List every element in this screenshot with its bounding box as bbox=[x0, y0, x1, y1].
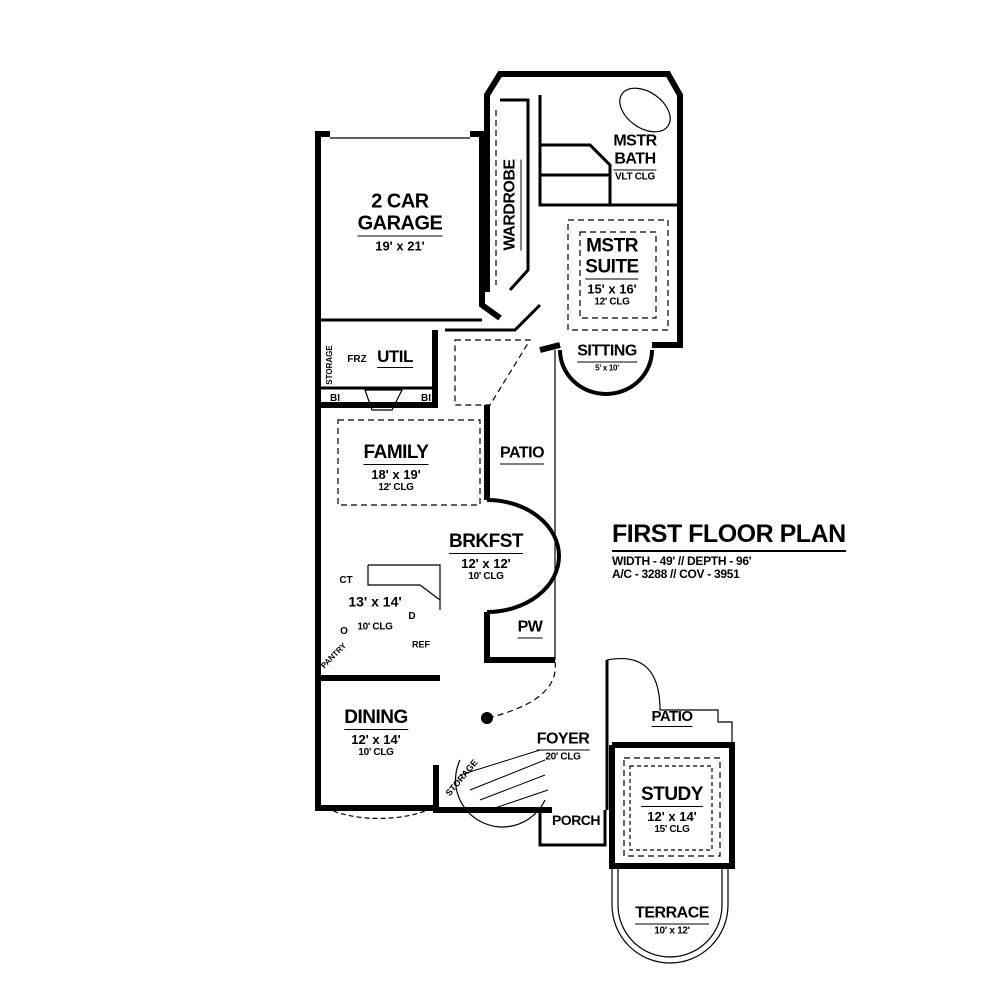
room-garage: 2 CAR GARAGE 19' x 21' bbox=[357, 190, 443, 254]
label-built-in-right: BI bbox=[421, 393, 431, 404]
label-refrigerator: REF bbox=[412, 639, 430, 650]
room-wardrobe: WARDROBE bbox=[502, 159, 522, 251]
label-cooktop: CT bbox=[339, 575, 353, 586]
room-porch: PORCH bbox=[551, 812, 601, 828]
sitting-bay bbox=[558, 349, 654, 396]
plan-areas: A/C - 3288 // COV - 3951 bbox=[612, 567, 740, 582]
title-block: FIRST FLOOR PLAN WIDTH - 49' // DEPTH - … bbox=[612, 520, 846, 581]
room-foyer: FOYER 20' CLG bbox=[536, 730, 590, 763]
room-master-suite: MSTR SUITE 15' x 16' 12' CLG bbox=[585, 235, 639, 308]
stair-treads bbox=[459, 749, 549, 809]
room-dining: DINING 12' x 14' 10' CLG bbox=[344, 707, 408, 758]
room-sitting: SITTING 5' x 10' bbox=[577, 342, 637, 373]
interior-walls bbox=[318, 95, 680, 847]
room-master-bath: MSTR BATH VLT CLG bbox=[613, 132, 657, 183]
label-dishwasher: D bbox=[408, 611, 416, 622]
room-breakfast: BRKFST 12' x 12' 10' CLG bbox=[448, 531, 524, 582]
exterior-walls bbox=[315, 71, 735, 869]
label-built-in-left: BI bbox=[330, 393, 340, 404]
room-terrace: TERRACE 10' x 12' bbox=[635, 904, 709, 937]
thin-lines bbox=[325, 87, 733, 964]
room-kitchen: 13' x 14' 10' CLG bbox=[348, 593, 402, 633]
label-freezer: FRZ bbox=[347, 354, 367, 365]
plan-dimensions: WIDTH - 49' // DEPTH - 96' bbox=[612, 554, 752, 568]
plan-title: FIRST FLOOR PLAN bbox=[612, 520, 846, 552]
room-util: UTIL bbox=[377, 347, 413, 368]
room-study: STUDY 12' x 14' 15' CLG bbox=[641, 784, 703, 835]
room-patio-lower: PATIO bbox=[651, 708, 693, 727]
breakfast-bay bbox=[486, 498, 561, 614]
room-storage-util: STORAGE bbox=[325, 345, 334, 385]
label-oven: O bbox=[340, 626, 348, 637]
room-family: FAMILY 18' x 19' 12' CLG bbox=[363, 442, 429, 493]
column bbox=[481, 712, 493, 724]
room-powder: PW bbox=[517, 619, 543, 639]
room-patio-upper: PATIO bbox=[499, 445, 545, 465]
